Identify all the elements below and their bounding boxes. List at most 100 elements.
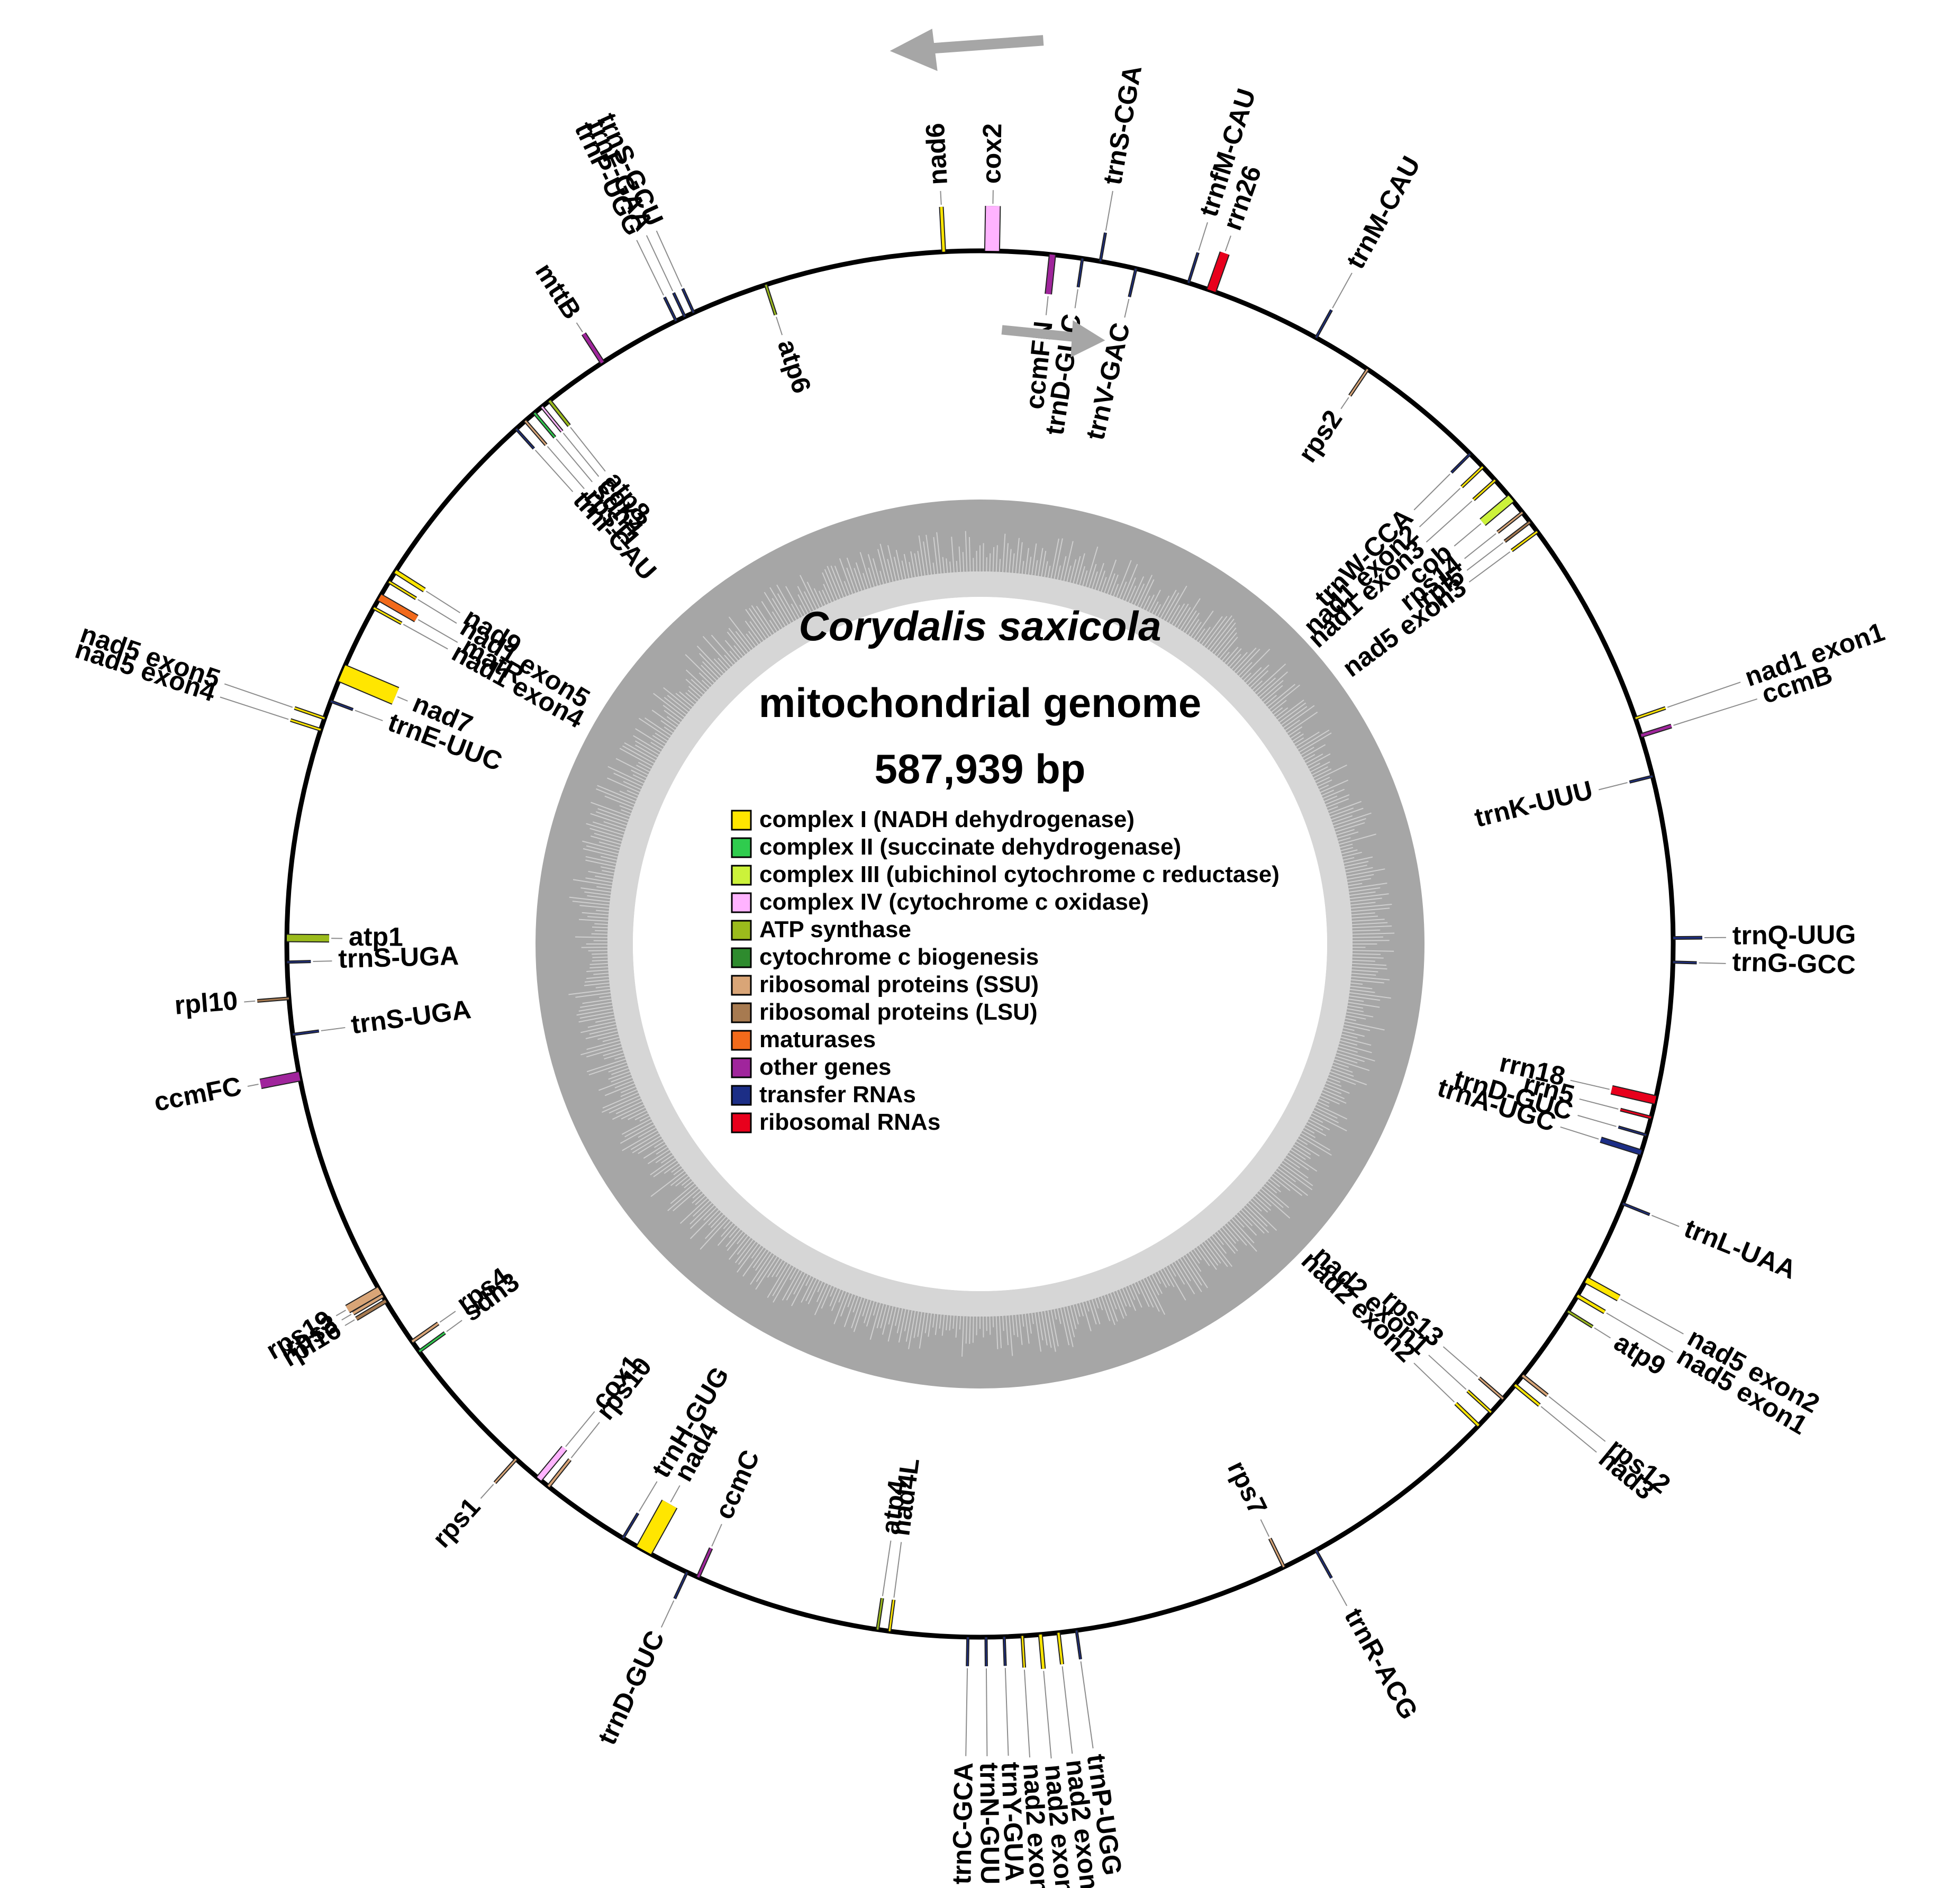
gene-leader-line (1699, 962, 1726, 964)
gene-rps1: rps1 (427, 1458, 518, 1553)
legend-label: complex II (succinate dehydrogenase) (759, 834, 1181, 860)
gene-block (1451, 453, 1471, 473)
gene-block (352, 1294, 384, 1315)
gene-block (1480, 495, 1514, 525)
gene-block (541, 406, 563, 432)
gene-ccmb: ccmB (1640, 659, 1836, 738)
gene-label: trnQ-UUG (1732, 920, 1856, 950)
gene-block (682, 288, 694, 313)
gene-leader-line (646, 235, 674, 292)
gene-leader-line (940, 190, 942, 205)
gene-label: trnL-UAA (1680, 1213, 1800, 1285)
gene-leader-line (660, 1600, 675, 1628)
gene-leader-line (556, 438, 593, 483)
gene-leader-line (1413, 474, 1450, 511)
gene-block (1629, 776, 1653, 783)
gene-block (1076, 1630, 1081, 1659)
gene-leader-line (344, 1319, 355, 1326)
gene-atp1: atp1 (286, 922, 403, 952)
legend-swatch (731, 810, 752, 831)
legend-item-oth: other genes (731, 1054, 891, 1080)
legend-swatch (731, 1112, 752, 1133)
gene-leader-line (224, 683, 293, 708)
gene-leader-line (711, 1523, 722, 1547)
gene-leader-line (480, 1484, 494, 1499)
forward-strand-arrow (890, 29, 1044, 71)
gene-label: rpl10 (174, 986, 239, 1020)
legend-swatch (731, 975, 752, 996)
gene-leader-line (1673, 698, 1758, 726)
gene-leader-line (1548, 1396, 1606, 1442)
gene-block (1315, 1550, 1332, 1578)
gene-leader-line (570, 1422, 600, 1458)
gene-leader-line (776, 316, 783, 335)
gene-leader-line (425, 591, 460, 613)
legend-item-lsu: ribosomal proteins (LSU) (731, 999, 1038, 1025)
gene-ccmfc: ccmFC (151, 1071, 301, 1117)
gene-leader-line (1442, 1346, 1478, 1377)
gene-block (286, 934, 330, 942)
gene-leader-line (965, 1668, 968, 1756)
gene-trnm-cau: trnM-CAU (1314, 151, 1426, 339)
gene-block (1461, 466, 1484, 488)
gene-label: atp6 (772, 336, 817, 397)
legend-swatch (731, 1085, 752, 1106)
gene-leader-line (636, 240, 664, 296)
gene-block (1077, 258, 1083, 287)
gene-block (1567, 1310, 1593, 1328)
gene-label: rps7 (1222, 1456, 1273, 1519)
gene-block (1504, 521, 1531, 542)
gene-label: trnK-UUU (1472, 775, 1596, 833)
legend-item-trna: transfer RNAs (731, 1082, 916, 1108)
gc-outer-band (536, 500, 1424, 1388)
gene-trns-uga: trnS-UGA (292, 994, 473, 1039)
gene-label: nad6 (920, 122, 953, 185)
gene-atp6: atp6 (764, 284, 817, 397)
genome-type: mitochondrial genome (759, 679, 1201, 726)
gene-label: trnC-GCA (947, 1762, 978, 1884)
legend-swatch (731, 865, 752, 886)
gene-leader-line (1426, 501, 1473, 543)
gene-block (985, 205, 1000, 251)
gene-trnl-uaa: trnL-UAA (1622, 1202, 1800, 1285)
gene-block (1467, 1390, 1492, 1413)
gene-block (765, 284, 777, 315)
gene-trnr-acg: trnR-ACG (1314, 1549, 1424, 1724)
legend-label: maturases (759, 1027, 876, 1052)
gene-block (1514, 1384, 1540, 1406)
legend-swatch (731, 1030, 752, 1051)
gene-leader-line (1464, 533, 1496, 559)
gene-leader-line (397, 696, 408, 702)
gene-leader-line (670, 1485, 680, 1503)
legend-item-c1: complex I (NADH dehydrogenase) (731, 806, 1135, 832)
gene-leader-line (418, 619, 458, 643)
gene-block (1455, 1402, 1480, 1427)
gene-label: ccmC (709, 1446, 766, 1523)
gene-leader-line (1466, 542, 1504, 571)
gene-leader-line (1428, 1355, 1467, 1390)
gene-trnd-guc: trnD-GUC (592, 1571, 689, 1749)
gene-leader-line (547, 446, 585, 489)
gene-trnv-gac: trnV-GAC (1080, 268, 1138, 442)
gene-leader-line (1594, 1327, 1611, 1339)
species-name: Corydalis saxicola (798, 603, 1161, 649)
gene-block (940, 206, 945, 252)
gene-block (494, 1458, 517, 1484)
legend-item-c3: complex III (ubichinol cytochrome c redu… (731, 861, 1280, 887)
gene-rpl16: rpl16 (277, 1299, 387, 1373)
legend-label: ribosomal RNAs (759, 1109, 940, 1135)
gene-label: trnN-GUU (974, 1763, 1005, 1885)
gene-leader-line (321, 1027, 346, 1031)
gene-block (1100, 232, 1106, 262)
legend-swatch (731, 947, 752, 968)
genome-size: 587,939 bp (875, 746, 1086, 792)
gene-leader-line (1260, 1519, 1270, 1537)
gene-block (637, 1500, 677, 1555)
gene-leader-line (1598, 782, 1628, 791)
gene-label: cox2 (976, 123, 1007, 184)
gene-block (356, 1300, 387, 1320)
gene-leader-line (418, 599, 457, 624)
gene-label: atp1 (349, 922, 403, 952)
gene-rps10: rps10 (547, 1351, 658, 1488)
legend-label: ATP synthase (759, 916, 911, 942)
